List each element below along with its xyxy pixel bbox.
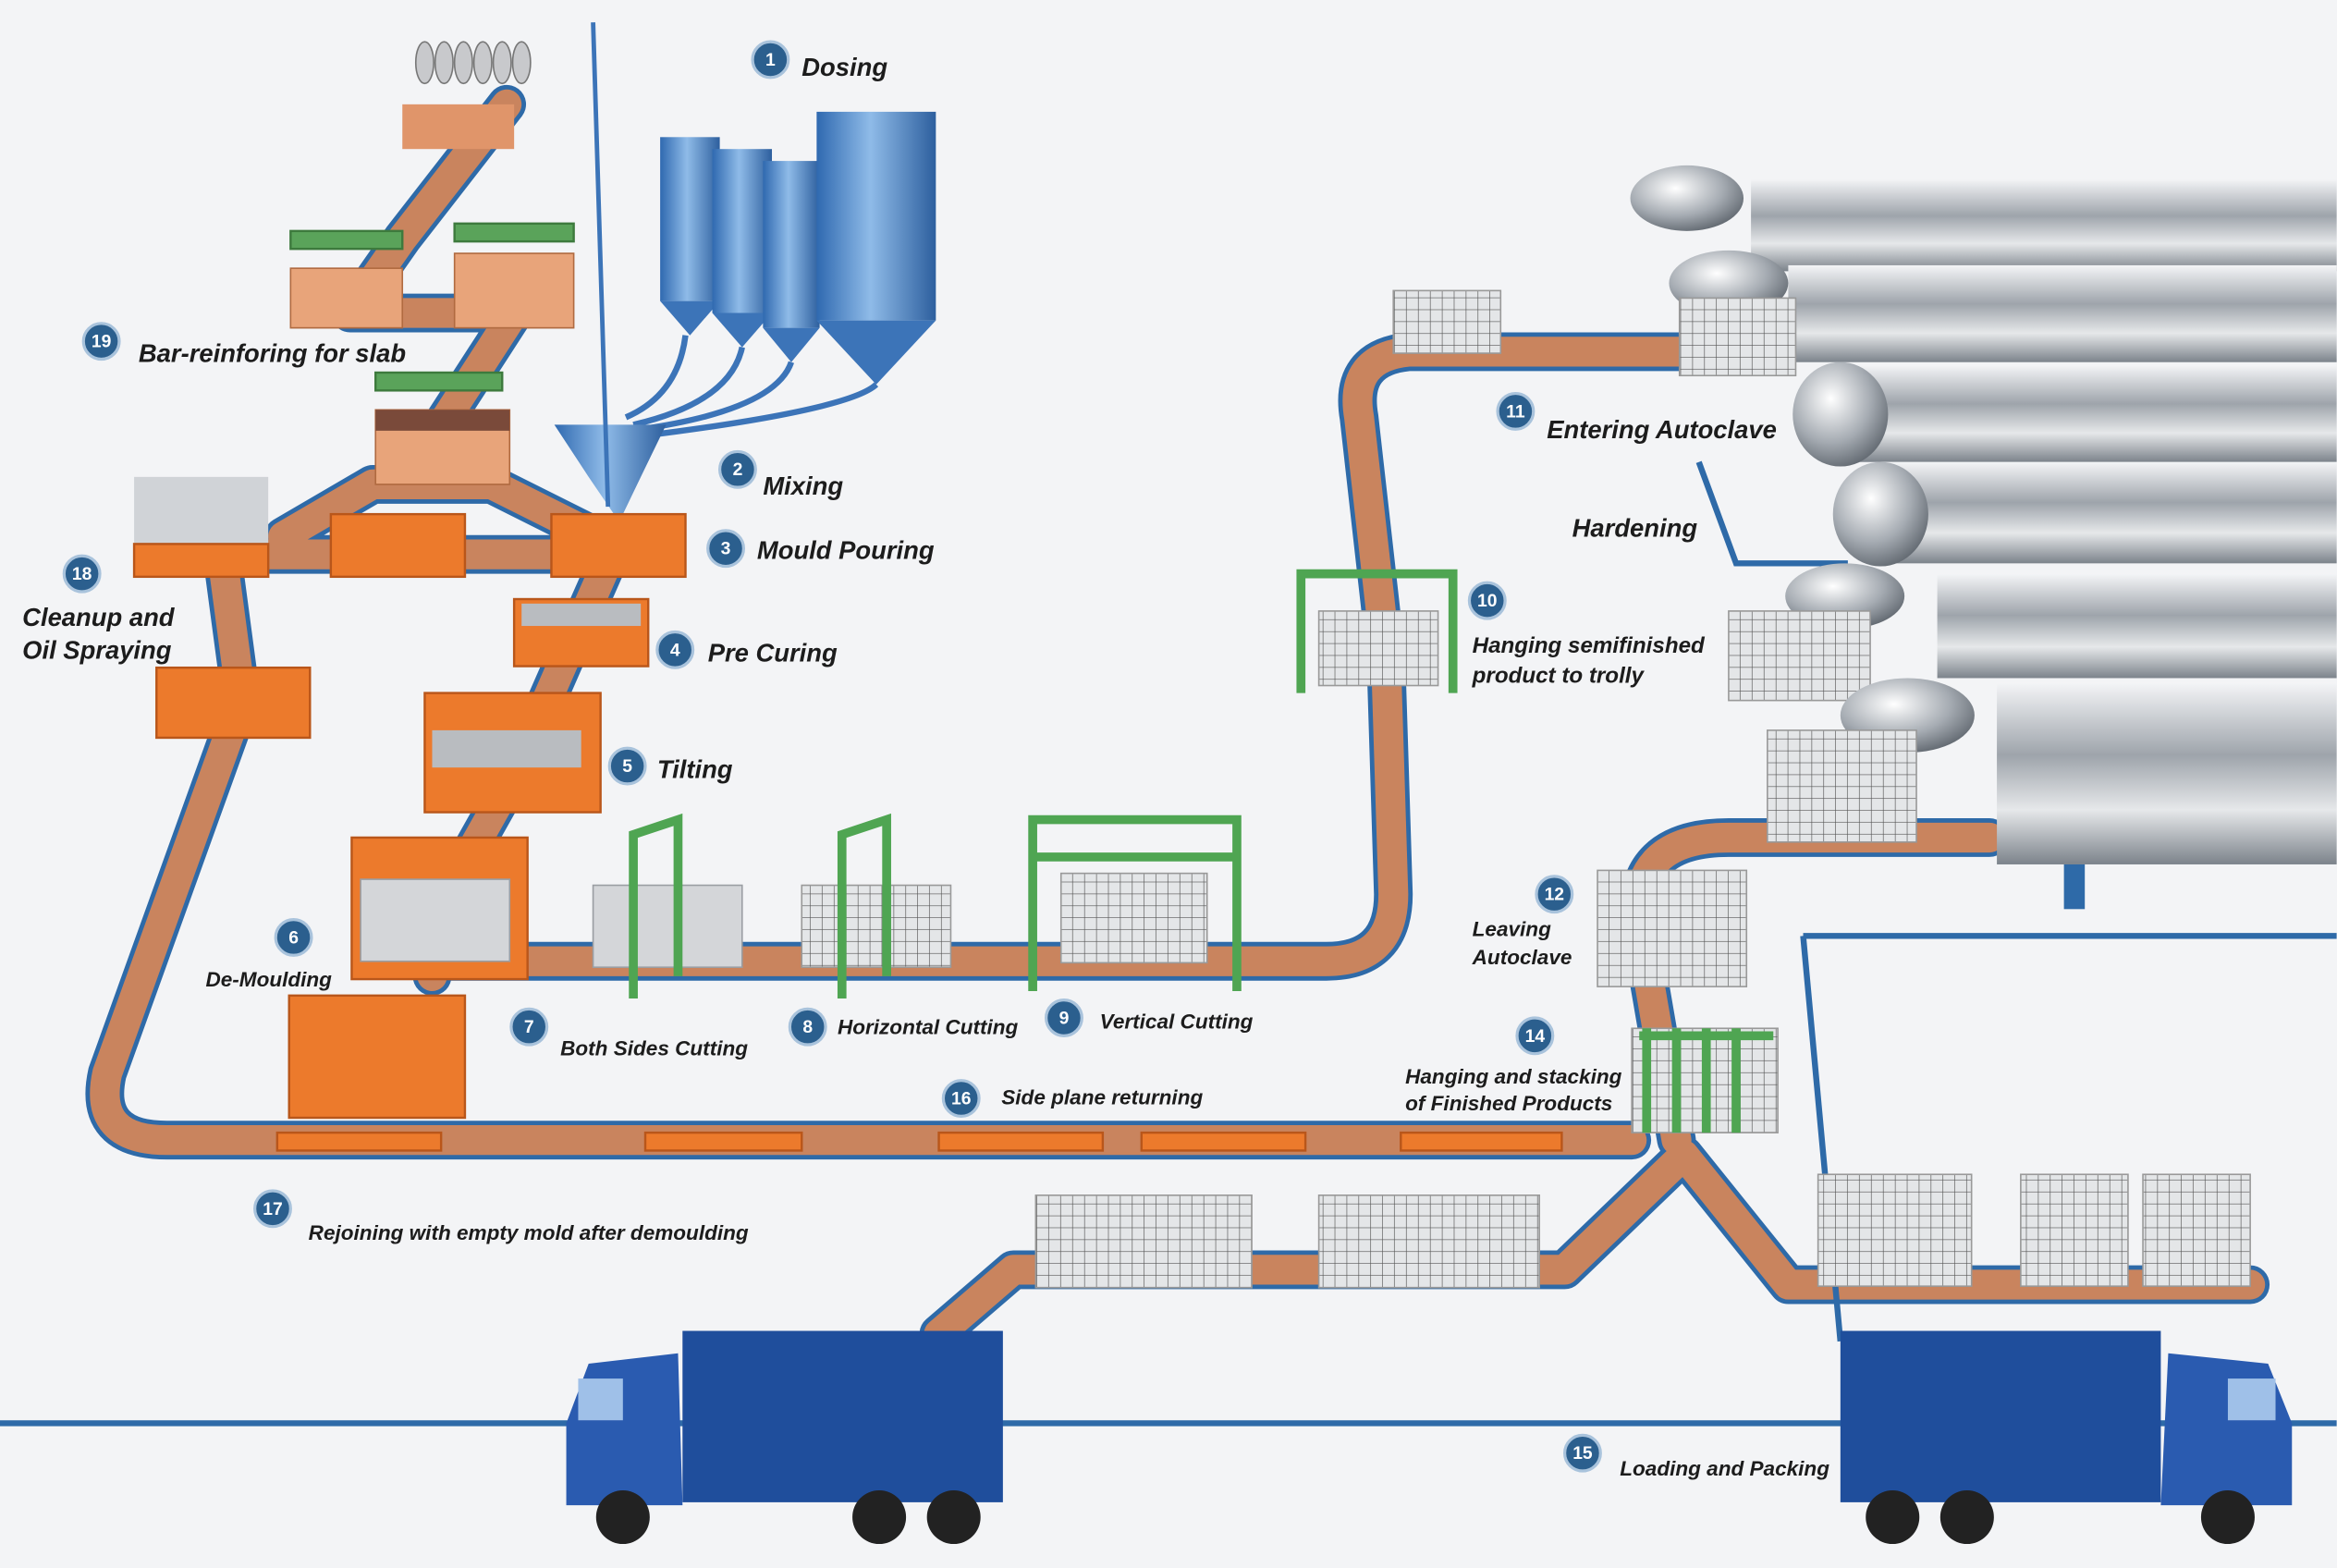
step-number: 2 [733, 459, 743, 480]
step-number: 6 [288, 927, 299, 948]
cutting-machines [592, 289, 1502, 999]
step-number: 1 [765, 50, 776, 70]
step-number: 15 [1572, 1443, 1593, 1464]
step-number: 5 [622, 756, 632, 777]
truck-left [566, 1330, 1003, 1545]
step-badge [941, 1079, 981, 1118]
step-label-line2: Autoclave [1472, 946, 1572, 969]
step-badge [509, 1007, 549, 1047]
step-badge [607, 746, 647, 786]
step-number: 8 [802, 1017, 813, 1037]
step-16: 16 Side plane returning [941, 1079, 1203, 1118]
step-9: 9 Vertical Cutting [1045, 998, 1254, 1037]
hardening-label: Hardening [1572, 513, 1698, 542]
step-badge [274, 917, 313, 957]
step-badge [62, 554, 102, 594]
step-number: 18 [72, 564, 92, 584]
step-label: Both Sides Cutting [560, 1036, 748, 1060]
dosing-silos [554, 22, 936, 515]
step-badge [1535, 875, 1574, 914]
step-label: Entering Autoclave [1547, 415, 1777, 444]
step-label: Rejoining with empty mold after demouldi… [309, 1221, 749, 1244]
step-label: Cleanup and [22, 603, 176, 631]
autoclaves [1630, 165, 2337, 910]
step-label: Bar-reinforing for slab [139, 339, 406, 368]
step-label: De-Moulding [205, 968, 332, 991]
step-label: Dosing [801, 53, 887, 81]
step-badge [81, 322, 121, 361]
step-number: 7 [524, 1017, 534, 1037]
step-6: 6De-Moulding [205, 917, 332, 991]
step-number: 17 [263, 1199, 283, 1219]
step-badge [788, 1007, 827, 1047]
step-number: 4 [670, 640, 680, 660]
step-label-line2: Oil Spraying [22, 636, 172, 665]
step-label-line2: of Finished Products [1405, 1092, 1612, 1115]
step-badge [1467, 581, 1507, 620]
step-3: 3 Mould Pouring [706, 529, 935, 569]
step-label: Horizontal Cutting [838, 1016, 1019, 1039]
step-badge [655, 630, 695, 669]
step-badge [1515, 1016, 1555, 1056]
step-label: Mixing [763, 472, 843, 500]
step-number: 11 [1506, 401, 1525, 422]
step-4: 4 Pre Curing [655, 630, 838, 669]
step-number: 10 [1477, 591, 1497, 611]
step-label: Loading and Packing [1620, 1457, 1829, 1480]
step-badge [1045, 998, 1083, 1037]
reinforcement-stations [289, 41, 575, 485]
step-badge [1562, 1433, 1602, 1473]
step-number: 9 [1059, 1008, 1070, 1028]
step-badge [1496, 391, 1536, 431]
step-badge [751, 40, 790, 80]
step-label-line2: product to trolly [1472, 663, 1646, 688]
step-label: Side plane returning [1001, 1085, 1203, 1109]
step-badge [253, 1189, 292, 1229]
step-5: 5 Tilting [607, 746, 733, 786]
step-label: Vertical Cutting [1100, 1010, 1254, 1033]
step-19: 19 Bar-reinforing for slab [81, 322, 406, 368]
step-number: 19 [92, 332, 112, 352]
step-label: Tilting [657, 754, 733, 783]
step-label: Mould Pouring [757, 536, 935, 565]
step-label: Pre Curing [708, 639, 838, 668]
step-badge [706, 529, 745, 569]
step-label: Hanging semifinished [1473, 633, 1706, 658]
step-8: 8 Horizontal Cutting [788, 1007, 1019, 1047]
step-number: 14 [1525, 1026, 1546, 1047]
truck-right [1840, 1330, 2293, 1545]
step-label: Hanging and stacking [1405, 1065, 1621, 1088]
step-1: 1 Dosing [751, 40, 887, 81]
moulds [132, 476, 1563, 1152]
step-number: 16 [951, 1088, 972, 1109]
step-number: 12 [1545, 885, 1565, 905]
step-number: 3 [721, 539, 731, 559]
finished-block-stacks [1034, 869, 2251, 1289]
step-label: Leaving [1473, 917, 1551, 940]
step-badge [717, 449, 757, 489]
